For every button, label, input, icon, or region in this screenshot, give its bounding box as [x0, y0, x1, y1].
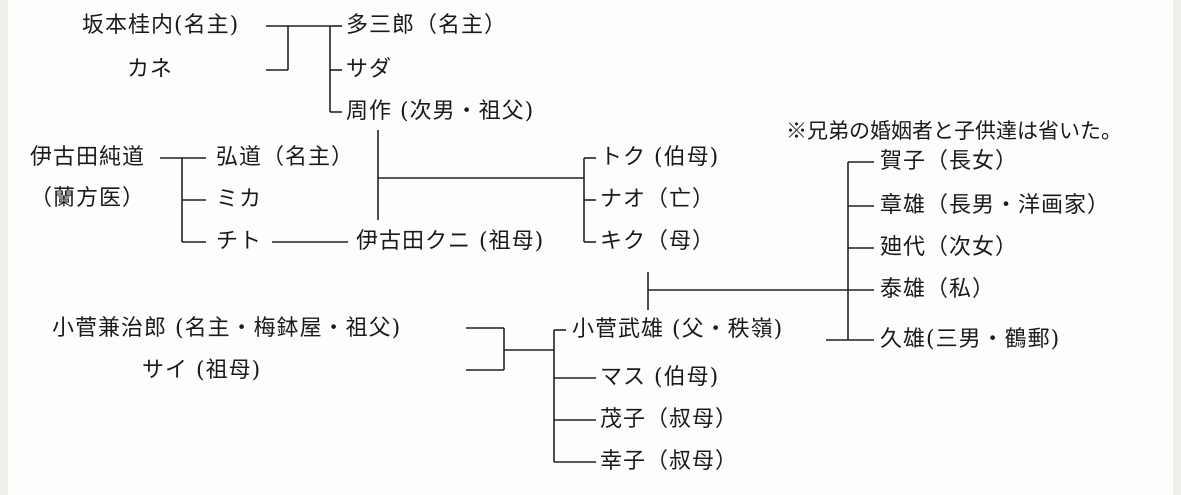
- person-gako: 賀子（長女）: [880, 149, 1019, 174]
- person-takeo: 小菅武雄 (父・秩嶺): [572, 317, 784, 342]
- person-chito: チト: [216, 229, 263, 254]
- person-sai: サイ (祖母): [142, 358, 262, 383]
- person-hiromichi: 弘道（名主）: [216, 145, 355, 170]
- person-shigeko: 茂子（叔母）: [600, 407, 739, 432]
- person-kanjiro: 小菅兼治郎 (名主・梅鉢屋・祖父): [52, 316, 402, 341]
- person-mika: ミカ: [216, 187, 263, 212]
- person-kane: カネ: [127, 57, 174, 82]
- person-sachiko: 幸子（叔母）: [600, 449, 739, 474]
- person-tasaburo: 多三郎（名主）: [346, 13, 508, 38]
- person-sakamoto: 坂本桂内(名主): [82, 13, 240, 38]
- note-text: ※兄弟の婚姻者と子供達は省いた。: [786, 119, 1122, 143]
- person-masu: マス (伯母): [600, 365, 720, 390]
- person-iko-jundo: 伊古田純道: [30, 145, 146, 170]
- person-kiku: キク（母）: [600, 229, 716, 254]
- person-tsuyo: 廸代（次女）: [880, 235, 1019, 260]
- person-akio: 章雄（長男・洋画家）: [880, 193, 1111, 218]
- person-iko-occupation: （蘭方医）: [30, 186, 146, 211]
- person-hisao: 久雄(三男・鶴郵): [880, 327, 1061, 352]
- person-sada: サダ: [346, 57, 393, 82]
- person-kuni: 伊古田クニ (祖母): [356, 229, 545, 254]
- page-edge-left: [0, 0, 8, 495]
- person-yasuo: 泰雄（私）: [880, 277, 996, 302]
- page-edge-right: [1173, 0, 1181, 495]
- person-shusaku: 周作 (次男・祖父): [346, 99, 535, 124]
- person-nao: ナオ（亡）: [600, 187, 716, 212]
- person-toku: トク (伯母): [600, 145, 720, 170]
